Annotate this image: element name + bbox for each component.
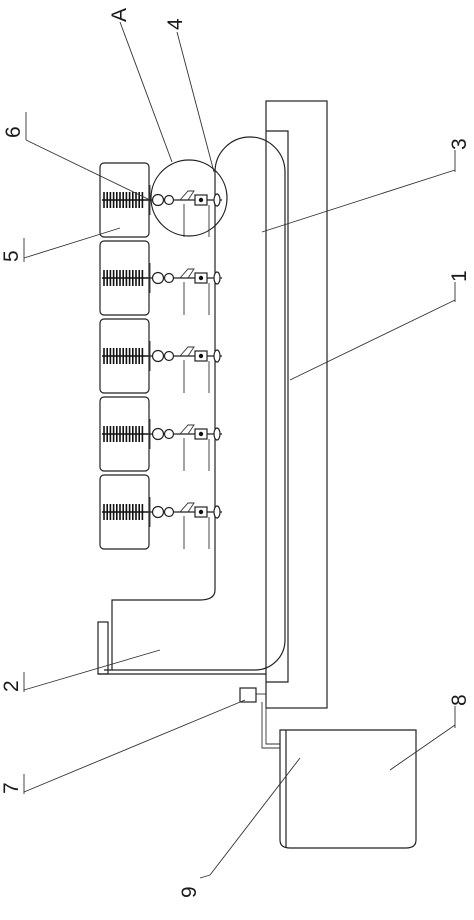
pump-pipe-inner: [265, 702, 280, 745]
coil-winding: [102, 270, 148, 286]
clamp-pin: [198, 353, 204, 359]
label-1: 1: [448, 270, 471, 282]
end-cap: [213, 193, 221, 207]
station-3: [99, 318, 222, 394]
label-tick-9: [199, 874, 211, 879]
label-a: A: [108, 8, 131, 22]
leader-7: [23, 699, 246, 793]
end-cap: [213, 349, 221, 363]
leader-2: [23, 649, 161, 691]
clamp-arm: [179, 190, 195, 201]
coil-winding: [102, 348, 148, 364]
station-5: [99, 474, 222, 550]
clamp-arm: [179, 502, 195, 513]
label-7: 7: [0, 782, 23, 794]
roller-1: [151, 349, 165, 363]
label-3: 3: [448, 138, 471, 150]
frame-inner-edge: [266, 130, 289, 683]
roller-1: [151, 193, 165, 207]
label-6: 6: [2, 126, 25, 138]
clamp-arm: [179, 268, 195, 279]
leader-6: [25, 139, 151, 201]
leader-9: [209, 757, 301, 876]
pump-body: [239, 687, 257, 703]
reference-labels: A 4 6 5 3 1 2 7 8 9: [0, 8, 471, 898]
leader-a: [119, 21, 173, 163]
frame-outer: [265, 100, 328, 709]
label-8: 8: [448, 694, 471, 706]
pump-unit: [239, 687, 280, 749]
roller-2: [163, 194, 175, 206]
pump-pipe-outer: [261, 702, 280, 749]
leader-5: [23, 227, 121, 259]
clamp-pin: [198, 275, 204, 281]
end-cap: [213, 271, 221, 285]
end-cap: [213, 505, 221, 519]
roller-2: [163, 350, 175, 362]
roller-1: [151, 271, 165, 285]
clamp-pin: [198, 509, 204, 515]
leader-4: [176, 31, 215, 173]
tank-body: [279, 729, 417, 849]
support-frame: [265, 100, 328, 709]
roller-2: [163, 506, 175, 518]
detail-circle-a: [150, 159, 228, 237]
coil-winding: [102, 504, 148, 520]
station-group: [99, 162, 222, 550]
roller-1: [151, 505, 165, 519]
coil-winding: [102, 192, 148, 208]
roller-1: [151, 427, 165, 441]
channel-bottom-bend: [111, 589, 216, 670]
leader-8: [389, 724, 456, 771]
label-2: 2: [0, 680, 23, 692]
clamp-arm: [179, 346, 195, 357]
collecting-box: [97, 621, 266, 675]
clamp-arm: [179, 424, 195, 435]
roller-2: [163, 428, 175, 440]
clamp-pin: [198, 431, 204, 437]
leader-3: [261, 169, 456, 233]
coil-winding: [102, 426, 148, 442]
station-4: [99, 396, 222, 472]
label-4: 4: [164, 18, 187, 30]
roller-2: [163, 272, 175, 284]
conveyor-channel: [104, 136, 286, 671]
channel-outline: [104, 136, 286, 671]
clamp-pin: [198, 197, 204, 203]
station-1: [99, 162, 222, 238]
water-tank: [279, 729, 417, 849]
label-9: 9: [178, 886, 201, 898]
leader-1: [289, 299, 456, 381]
label-5: 5: [0, 250, 23, 262]
station-2: [99, 240, 222, 316]
end-cap: [213, 427, 221, 441]
leader-lines: [23, 21, 456, 879]
